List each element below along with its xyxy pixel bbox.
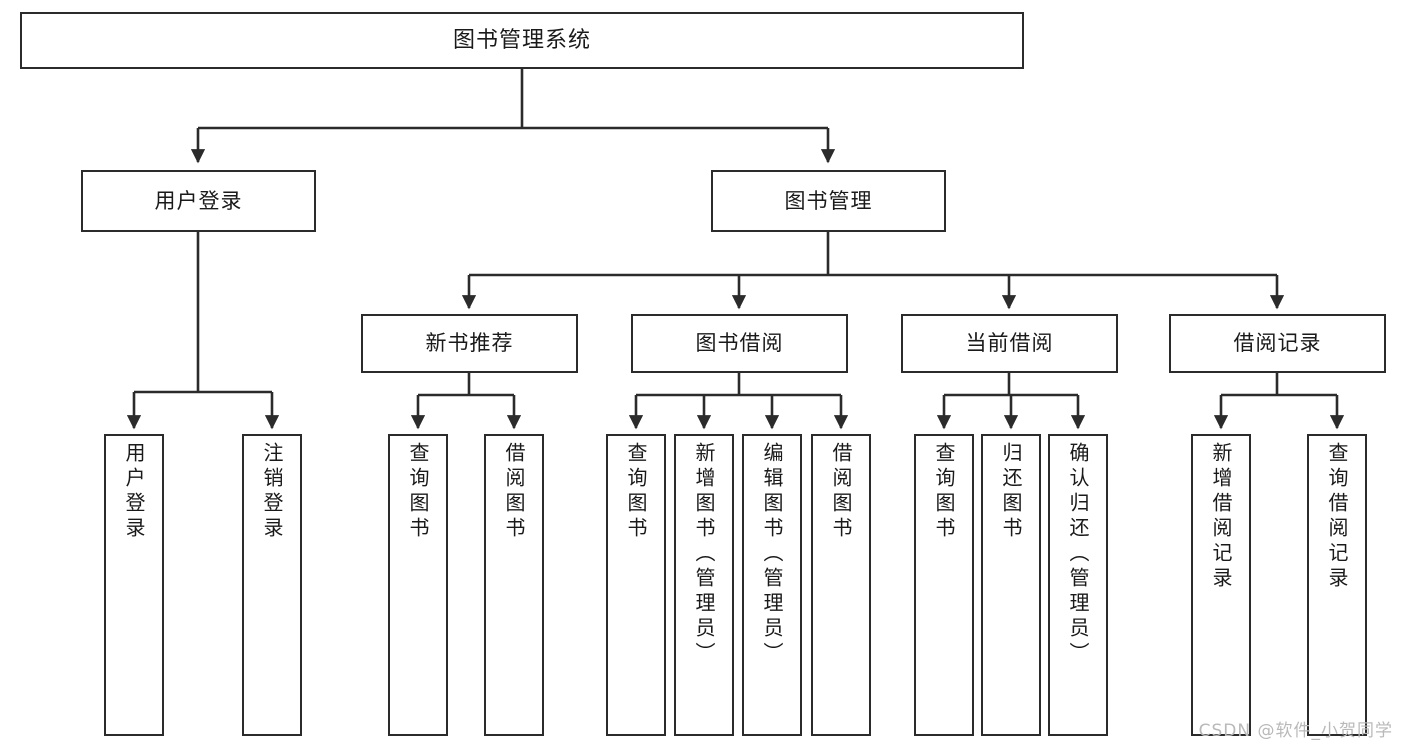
node-label: 借阅图书 [829,442,853,542]
leaf-confirm-return-admin[interactable]: 确认归还（管理员） [1048,434,1108,736]
leaf-borrow-book-recommend[interactable]: 借阅图书 [484,434,544,736]
node-current-borrow[interactable]: 当前借阅 [901,314,1118,373]
node-label: 图书管理 [784,188,873,213]
node-new-book-recommend[interactable]: 新书推荐 [361,314,578,373]
leaf-edit-book-admin[interactable]: 编辑图书（管理员） [742,434,802,736]
node-label: 查询图书 [624,442,648,542]
node-label: 当前借阅 [965,331,1054,356]
node-label: 确认归还（管理员） [1066,442,1090,667]
node-book-management[interactable]: 图书管理 [711,170,946,232]
node-label: 用户登录 [154,188,243,213]
node-label: 图书管理系统 [452,27,591,53]
leaf-query-book-recommend[interactable]: 查询图书 [388,434,448,736]
node-label: 查询借阅记录 [1325,442,1349,592]
leaf-add-book-admin[interactable]: 新增图书（管理员） [674,434,734,736]
csdn-watermark: CSDN @软件_小贺同学 [1198,721,1393,741]
node-borrow-record[interactable]: 借阅记录 [1169,314,1386,373]
leaf-return-book[interactable]: 归还图书 [981,434,1041,736]
node-label: 归还图书 [999,442,1023,542]
node-label: 图书借阅 [695,331,784,356]
node-user-login[interactable]: 用户登录 [81,170,316,232]
node-root-system[interactable]: 图书管理系统 [20,12,1024,69]
leaf-borrow-book[interactable]: 借阅图书 [811,434,871,736]
leaf-user-login[interactable]: 用户登录 [104,434,164,736]
node-label: 新增借阅记录 [1209,442,1233,592]
leaf-add-borrow-record[interactable]: 新增借阅记录 [1191,434,1251,736]
leaf-user-logout[interactable]: 注销登录 [242,434,302,736]
node-label: 查询图书 [932,442,956,542]
node-label: 借阅记录 [1233,331,1322,356]
node-book-borrow[interactable]: 图书借阅 [631,314,848,373]
leaf-query-book-current[interactable]: 查询图书 [914,434,974,736]
node-label: 用户登录 [122,442,146,542]
leaf-query-borrow-record[interactable]: 查询借阅记录 [1307,434,1367,736]
node-label: 新增图书（管理员） [692,442,716,667]
node-label: 编辑图书（管理员） [760,442,784,667]
node-label: 借阅图书 [502,442,526,542]
node-label: 查询图书 [406,442,430,542]
node-label: 注销登录 [260,442,284,542]
node-label: 新书推荐 [425,331,514,356]
leaf-query-book-borrow[interactable]: 查询图书 [606,434,666,736]
